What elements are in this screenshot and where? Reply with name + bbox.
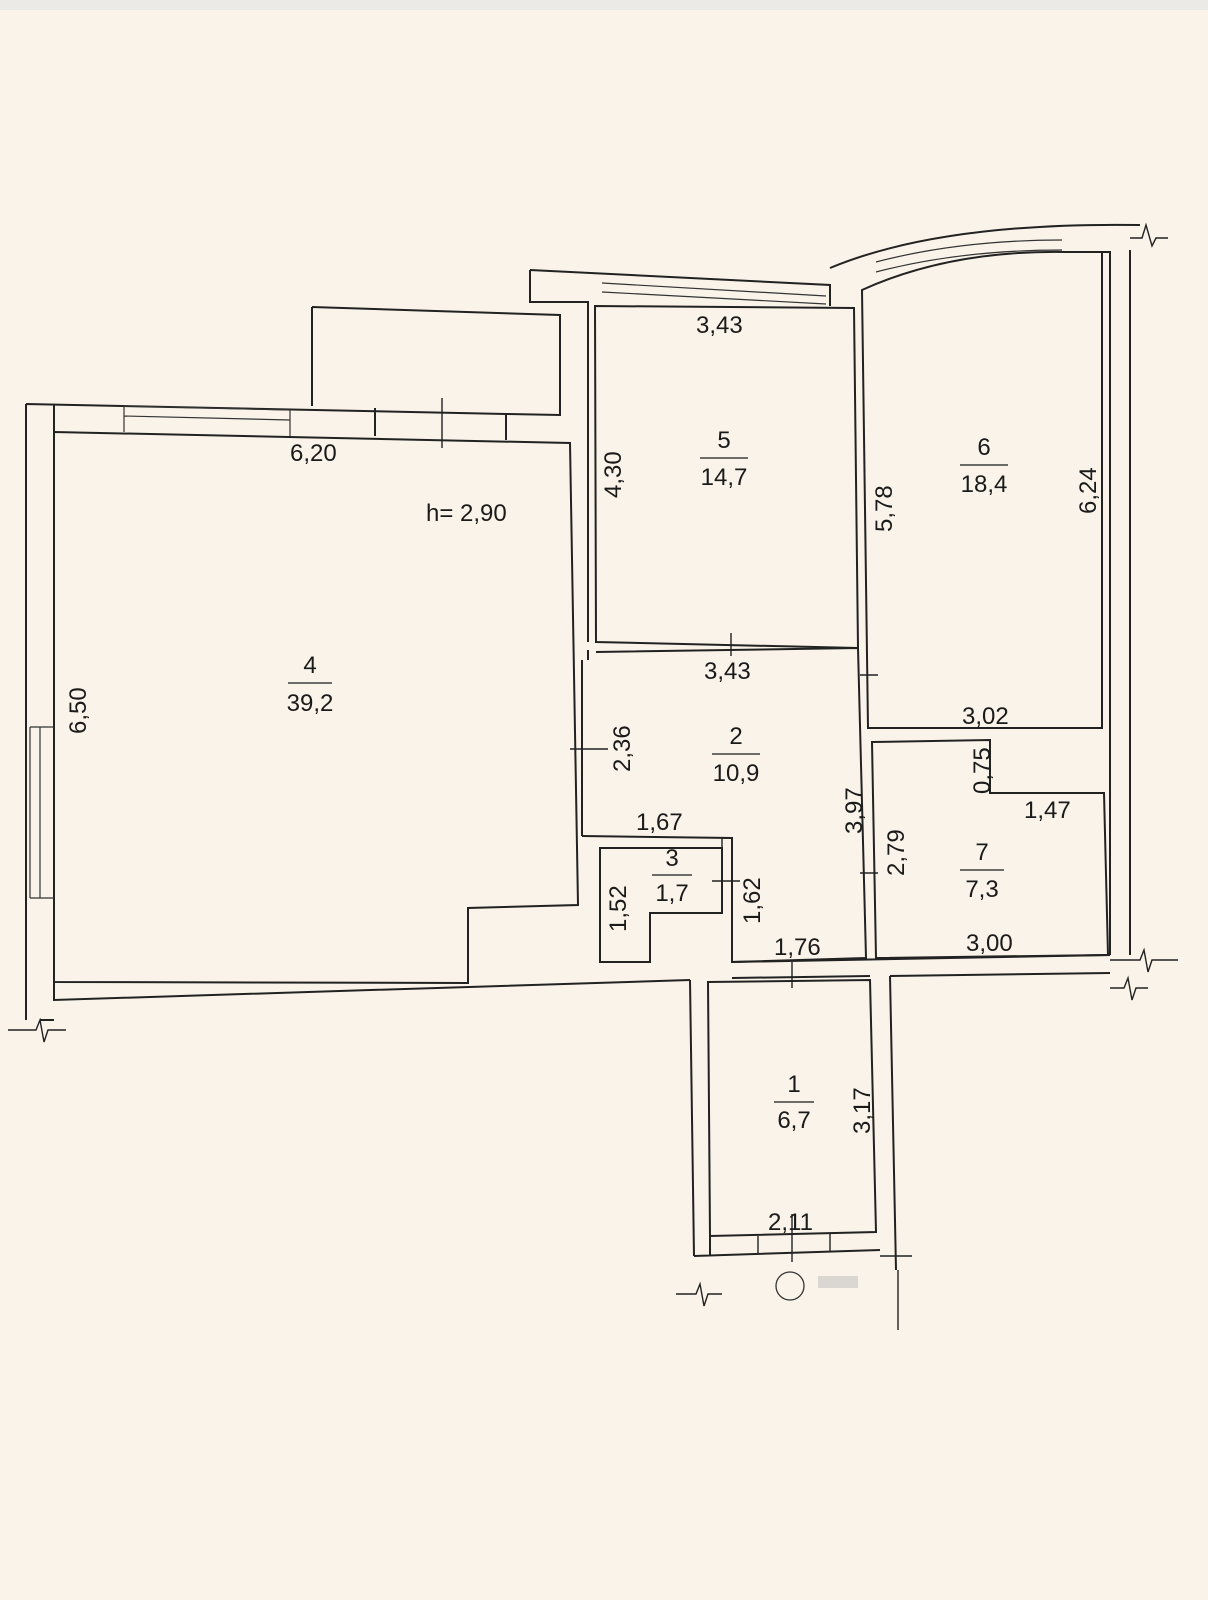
room-5-number: 5 bbox=[717, 427, 730, 454]
room-1-number: 1 bbox=[787, 1071, 800, 1098]
room-7-area: 7,3 bbox=[965, 876, 998, 903]
dim-room-6-left: 5,78 bbox=[871, 485, 898, 532]
room-4-top-window bbox=[123, 405, 291, 436]
room-3-area: 1,7 bbox=[655, 880, 688, 907]
dim-room-3-top: 1,67 bbox=[636, 809, 683, 836]
room-4-bottom-wall bbox=[40, 979, 691, 1021]
entrance-stub bbox=[880, 1255, 912, 1330]
dim-room-7-top: 1,47 bbox=[1024, 797, 1071, 824]
entrance-smudge bbox=[775, 1271, 858, 1301]
dim-room-7-bottom: 3,00 bbox=[966, 930, 1013, 957]
room-2-number: 2 bbox=[729, 723, 742, 750]
dim-room-2-left: 2,36 bbox=[609, 725, 636, 772]
room-1-exterior bbox=[689, 975, 897, 1271]
room-1-area: 6,7 bbox=[777, 1107, 810, 1134]
hall-bottom-wall bbox=[731, 954, 1111, 979]
room-6-window bbox=[875, 239, 1063, 273]
dim-room-2-bottom: 1,76 bbox=[774, 934, 821, 961]
room-7-outline bbox=[870, 738, 1110, 960]
room-6-number: 6 bbox=[977, 434, 990, 461]
vertical-dimensions: 6,50 4,30 5,78 6,24 2,36 3,97 2,79 0,75 … bbox=[65, 451, 1102, 1134]
break-mark-bottom bbox=[676, 1281, 722, 1307]
room-labels: 4 39,2 5 14,7 6 18,4 2 10,9 3 1,7 7 7,3 … bbox=[287, 427, 1008, 1134]
break-mark-right-lower bbox=[1110, 975, 1148, 1001]
dim-room-6-bottom: 3,02 bbox=[962, 703, 1009, 730]
dim-room-2-right: 3,97 bbox=[841, 787, 868, 834]
dim-room-3-left: 1,52 bbox=[605, 885, 632, 932]
horizontal-dimensions: 6,20 3,43 3,43 3,02 1,47 1,67 1,76 3,00 … bbox=[290, 312, 1071, 1236]
dim-room-4-top: 6,20 bbox=[290, 440, 337, 467]
left-exterior-wall bbox=[25, 403, 507, 1020]
dim-room-5-left: 4,30 bbox=[600, 451, 627, 498]
room-6-area: 18,4 bbox=[961, 471, 1008, 498]
room-1-door-marker-bottom bbox=[757, 1214, 831, 1262]
left-wall-window bbox=[29, 726, 54, 899]
room-2-area: 10,9 bbox=[713, 760, 760, 787]
dim-room-4-left: 6,50 bbox=[65, 687, 92, 734]
dim-room-3-right: 1,62 bbox=[739, 877, 766, 924]
dim-room-1-bottom: 2,11 bbox=[768, 1209, 813, 1236]
room-7-number: 7 bbox=[975, 839, 988, 866]
room-5-area: 14,7 bbox=[701, 464, 748, 491]
walls bbox=[8, 222, 1178, 1330]
break-mark-right bbox=[1110, 947, 1178, 973]
room-1-outline bbox=[706, 978, 878, 1238]
room-5-window bbox=[601, 282, 827, 305]
dim-room-5-top: 3,43 bbox=[696, 312, 743, 339]
dim-room-7-left: 2,79 bbox=[883, 829, 910, 876]
dim-room-7-notch: 0,75 bbox=[969, 747, 996, 794]
dim-room-6-right: 6,24 bbox=[1075, 467, 1102, 514]
break-mark-top-right bbox=[1130, 222, 1168, 248]
balcony-outline bbox=[311, 306, 561, 440]
room-6-outline bbox=[860, 250, 1103, 729]
scan-edge bbox=[0, 0, 1208, 10]
break-mark-left bbox=[8, 1017, 66, 1043]
room-2-left-wall bbox=[581, 650, 589, 836]
dim-room-5-bottom: 3,43 bbox=[704, 658, 751, 685]
room-5-exterior bbox=[529, 269, 831, 642]
dim-room-1-right: 3,17 bbox=[849, 1087, 876, 1134]
room-4-area: 39,2 bbox=[287, 690, 334, 717]
room-6-exterior bbox=[829, 223, 1141, 955]
ceiling-height-label: h= 2,90 bbox=[426, 500, 507, 527]
room-3-inner-line bbox=[712, 837, 740, 882]
room-3-number: 3 bbox=[665, 845, 678, 872]
room-4-number: 4 bbox=[303, 652, 316, 679]
